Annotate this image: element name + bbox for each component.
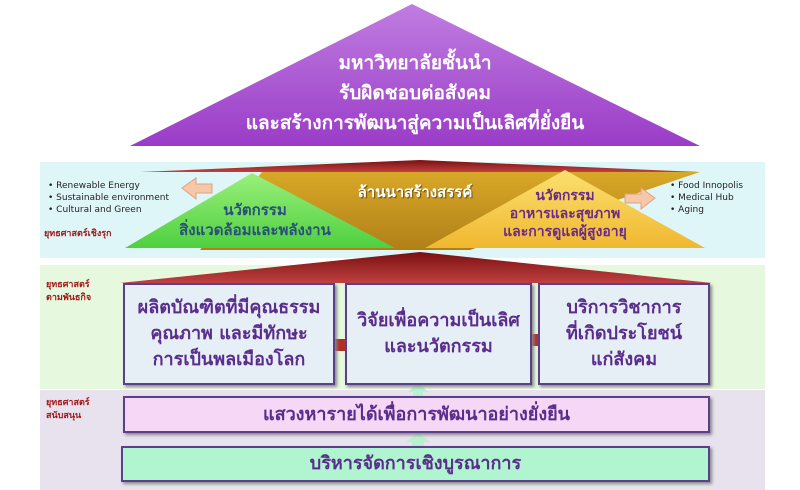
box-line: การเป็นพลเมืองโลก — [152, 349, 306, 370]
bullet-item: Food Innopolis — [670, 180, 743, 192]
vision-text: มหาวิทยาลัยชั้นนำ รับผิดชอบต่อสังคม และส… — [200, 48, 630, 138]
label-line: ยุทธศาสตร์ — [46, 280, 90, 290]
up-arrow-1 — [408, 382, 428, 398]
box-line: แก่สังคม — [590, 349, 658, 370]
vision-roof — [130, 4, 700, 146]
bullet-item: Renewable Energy — [48, 180, 169, 192]
creative-lanna-label: ล้านนาสร้างสรรค์ — [357, 183, 473, 201]
left-arrow — [181, 177, 213, 201]
health-line: อาหารและสุขภาพ — [509, 206, 621, 222]
proactive-red-roof — [140, 160, 700, 172]
box-line: วิจัยเพื่อความเป็นเลิศ — [357, 310, 520, 331]
bullet-item: Cultural and Green — [48, 204, 169, 216]
bullet-item: Medical Hub — [670, 192, 743, 204]
health-triangle — [425, 170, 705, 248]
box-line: ที่เกิดประโยชน์ — [565, 323, 683, 344]
health-line: นวัตกรรม — [535, 188, 595, 204]
right-arrow — [624, 187, 656, 211]
label-line: สนับสนุน — [46, 411, 82, 421]
environment-line: นวัตกรรม — [223, 201, 287, 219]
health-line: และการดูแลผู้สูงอายุ — [503, 224, 627, 240]
vision-line: มหาวิทยาลัยชั้นนำ — [338, 52, 492, 74]
revenue-text: แสวงหารายได้เพื่อการพัฒนาอย่างยั่งยืน — [262, 403, 570, 425]
mission-red-roof — [120, 252, 712, 283]
health-bullets: Food Innopolis Medical Hub Aging — [670, 180, 743, 216]
health-text: นวัตกรรม อาหารและสุขภาพ และการดูแลผู้สูง… — [470, 187, 660, 241]
box-line: บริการวิชาการ — [566, 297, 682, 318]
mission-box-service: บริการวิชาการที่เกิดประโยชน์แก่สังคม — [538, 283, 710, 385]
mission-label: ยุทธศาสตร์ ตามพันธกิจ — [46, 279, 91, 305]
environment-triangle — [125, 173, 395, 248]
bullet-item: Aging — [670, 204, 743, 216]
support-label: ยุทธศาสตร์ สนับสนุน — [46, 397, 90, 423]
mission-box-research: วิจัยเพื่อความเป็นเลิศและนวัตกรรม — [345, 283, 532, 385]
revenue-box: แสวงหารายได้เพื่อการพัฒนาอย่างยั่งยืน — [123, 396, 710, 433]
mission-box-graduates: ผลิตบัณฑิตที่มีคุณธรรมคุณภาพ และมีทักษะก… — [123, 283, 335, 385]
management-text: บริหารจัดการเชิงบูรณาการ — [309, 453, 522, 474]
proactive-label: ยุทธศาสตร์เชิงรุก — [44, 229, 112, 239]
environment-text: นวัตกรรม สิ่งแวดล้อมและพลังงาน — [160, 200, 350, 240]
box-line: และนวัตกรรม — [384, 336, 493, 357]
environment-bullets: Renewable Energy Sustainable environment… — [48, 180, 169, 216]
up-arrow-2 — [406, 432, 430, 448]
label-line: ตามพันธกิจ — [46, 293, 92, 303]
label-line: ยุทธศาสตร์ — [46, 398, 90, 408]
box-line: ผลิตบัณฑิตที่มีคุณธรรม — [137, 297, 321, 318]
environment-line: สิ่งแวดล้อมและพลังงาน — [179, 221, 331, 239]
vision-line: รับผิดชอบต่อสังคม — [339, 82, 491, 104]
box-line: คุณภาพ และมีทักษะ — [150, 323, 308, 344]
vision-line: และสร้างการพัฒนาสู่ความเป็นเลิศที่ยั่งยื… — [245, 112, 585, 134]
management-box: บริหารจัดการเชิงบูรณาการ — [121, 446, 710, 482]
bullet-item: Sustainable environment — [48, 192, 169, 204]
